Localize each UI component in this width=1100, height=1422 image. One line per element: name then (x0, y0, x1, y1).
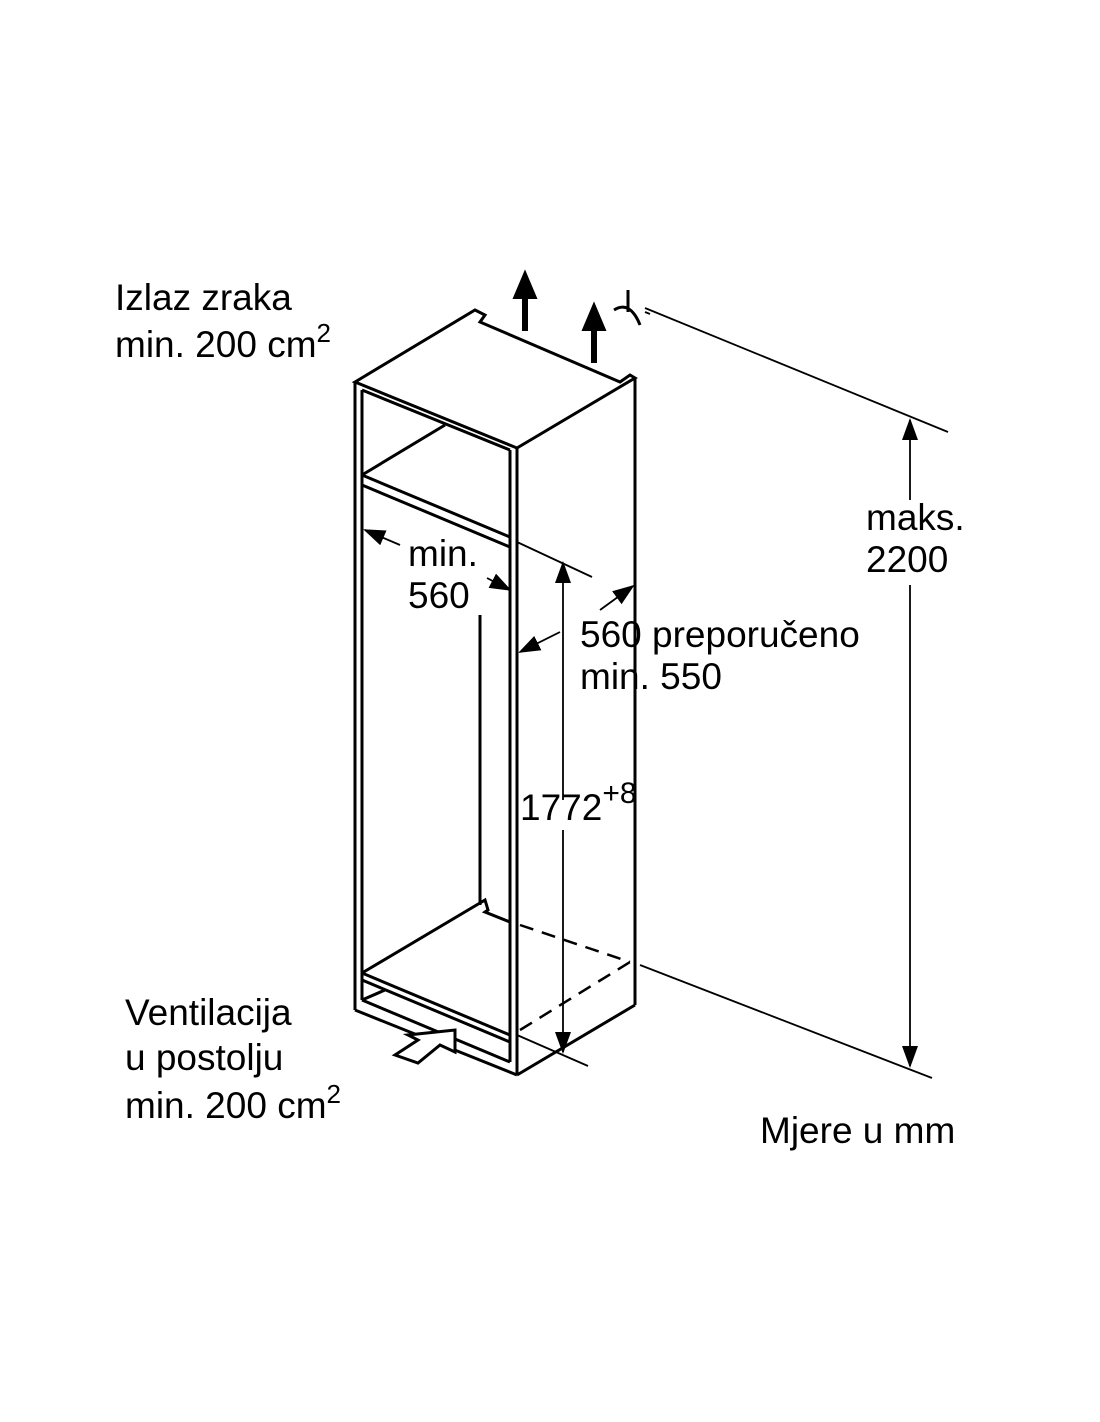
plinth-vent-label: Ventilacija (125, 992, 292, 1033)
socket-symbol-icon (613, 290, 651, 326)
niche-width-label: min. (408, 533, 478, 574)
niche-width-value: 560 (408, 575, 470, 616)
niche-height-label: 1772+8 (520, 777, 637, 828)
depth-recommended-label: 560 preporučeno (580, 614, 860, 655)
plinth-vent-area: min. 200 cm2 (125, 1079, 341, 1126)
niche-width-dimension (363, 529, 593, 591)
air-outlet-arrows (512, 269, 607, 363)
air-outlet-label: Izlaz zraka (115, 277, 292, 318)
niche-height-dimension (516, 561, 589, 1067)
max-height-label: maks. (866, 497, 965, 538)
air-inlet-arrow-icon (391, 1028, 457, 1065)
plinth-vent-location: u postolju (125, 1037, 283, 1078)
depth-dimension (518, 584, 635, 653)
air-outlet-area-label: min. 200 cm2 (115, 318, 331, 365)
depth-min-label: min. 550 (580, 656, 722, 697)
max-height-dimension (639, 307, 949, 1079)
cabinet-outline (351, 308, 638, 1077)
units-note: Mjere u mm (760, 1110, 955, 1151)
max-height-value: 2200 (866, 539, 948, 580)
